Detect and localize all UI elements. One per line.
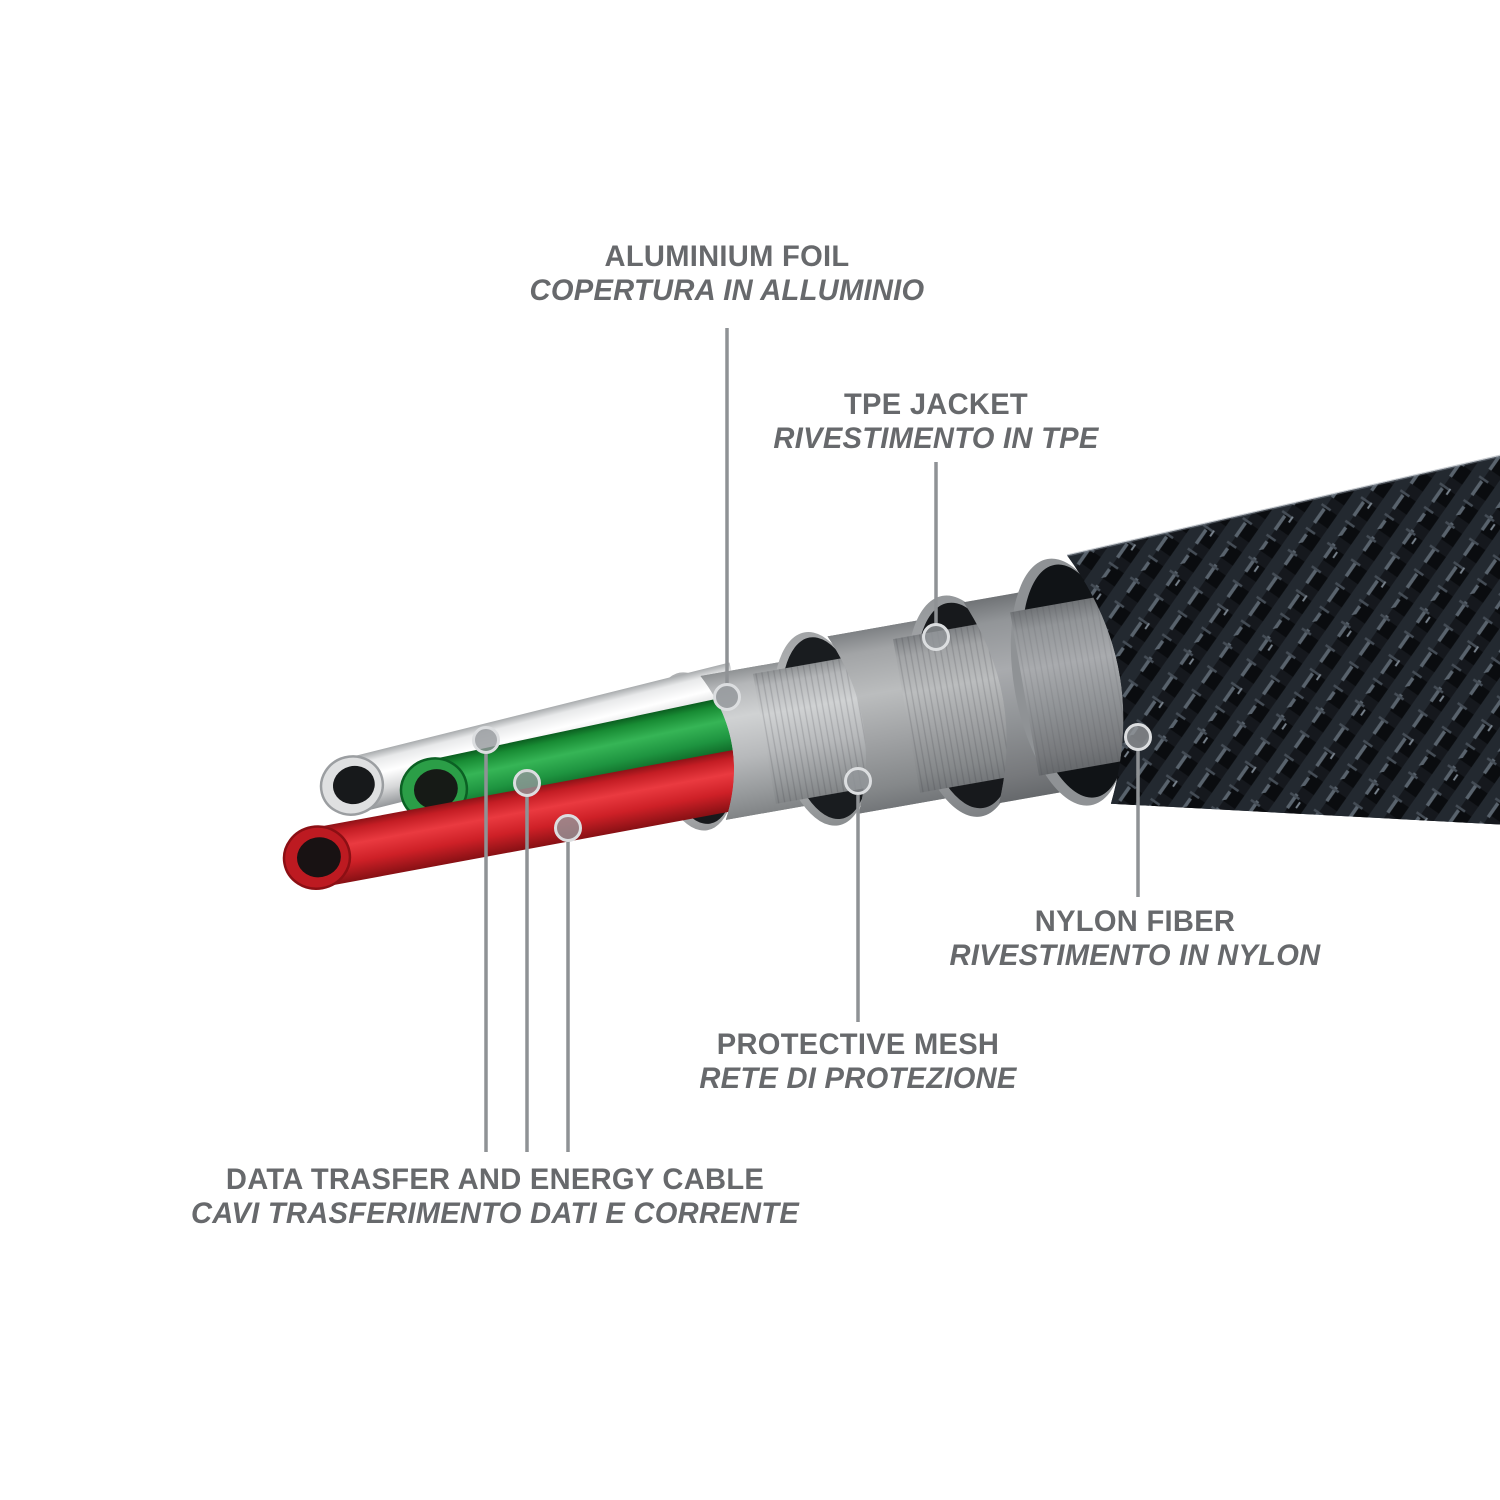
callout-dot-tpe-jacket (922, 623, 950, 651)
label-nylon-fiber-en: NYLON FIBER (1034, 905, 1236, 938)
callout-dot-aluminium-foil (713, 683, 741, 711)
wire-white-core (332, 765, 375, 805)
wire-red-core (296, 837, 341, 878)
callout-dot-protective-mesh (844, 767, 872, 795)
wire-green (399, 691, 766, 822)
label-data-cable-it: CAVI TRASFERIMENTO DATI E CORRENTE (190, 1197, 800, 1230)
label-protective-mesh-it: RETE DI PROTEZIONE (699, 1062, 1017, 1095)
label-tpe-jacket-it: RIVESTIMENTO IN TPE (773, 422, 1099, 455)
label-nylon-fiber-it: RIVESTIMENTO IN NYLON (949, 939, 1321, 972)
label-nylon-fiber: NYLON FIBER RIVESTIMENTO IN NYLON (950, 905, 1321, 973)
label-aluminium-foil: ALUMINIUM FOIL COPERTURA IN ALLUMINIO (530, 240, 925, 308)
leader-lines (484, 328, 1140, 1152)
callout-dot-wire-white (472, 726, 500, 754)
label-aluminium-foil-it: COPERTURA IN ALLUMINIO (529, 274, 925, 307)
label-tpe-jacket: TPE JACKET RIVESTIMENTO IN TPE (773, 388, 1098, 456)
wire-green-core (413, 769, 458, 810)
label-protective-mesh: PROTECTIVE MESH RETE DI PROTEZIONE (699, 1028, 1016, 1096)
label-tpe-jacket-en: TPE JACKET (843, 388, 1028, 421)
wire-red (282, 745, 770, 890)
callout-dot-wire-red (554, 814, 582, 842)
callout-dot-nylon-fiber (1124, 723, 1152, 751)
label-data-cable-en: DATA TRASFER AND ENERGY CABLE (225, 1163, 765, 1196)
label-protective-mesh-en: PROTECTIVE MESH (716, 1028, 1000, 1061)
nylon-braid-layer (1062, 437, 1500, 923)
label-aluminium-foil-en: ALUMINIUM FOIL (604, 240, 850, 273)
callout-dot-wire-green (513, 769, 541, 797)
label-data-cable: DATA TRASFER AND ENERGY CABLE CAVI TRASF… (191, 1163, 799, 1231)
callout-dots (472, 623, 1152, 842)
